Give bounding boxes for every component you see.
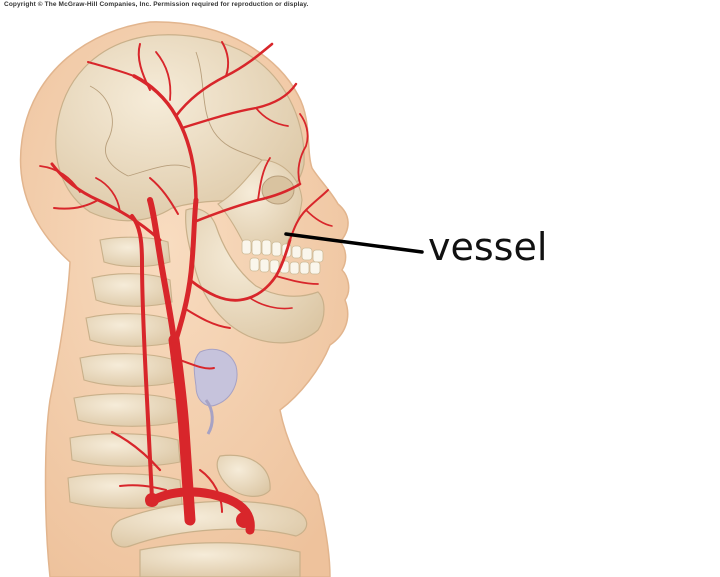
lower-teeth <box>249 257 321 275</box>
thyroid-gland <box>193 348 238 407</box>
copyright-notice: Copyright © The McGraw-Hill Companies, I… <box>4 1 309 8</box>
skull-cranium <box>55 34 305 222</box>
arteries <box>39 41 333 535</box>
clavicle-and-ribs <box>110 454 308 577</box>
vessel-label: vessel <box>428 225 548 269</box>
vessel-pointer-line <box>284 232 424 254</box>
mandible <box>185 207 325 344</box>
cervical-vertebrae <box>67 236 183 509</box>
